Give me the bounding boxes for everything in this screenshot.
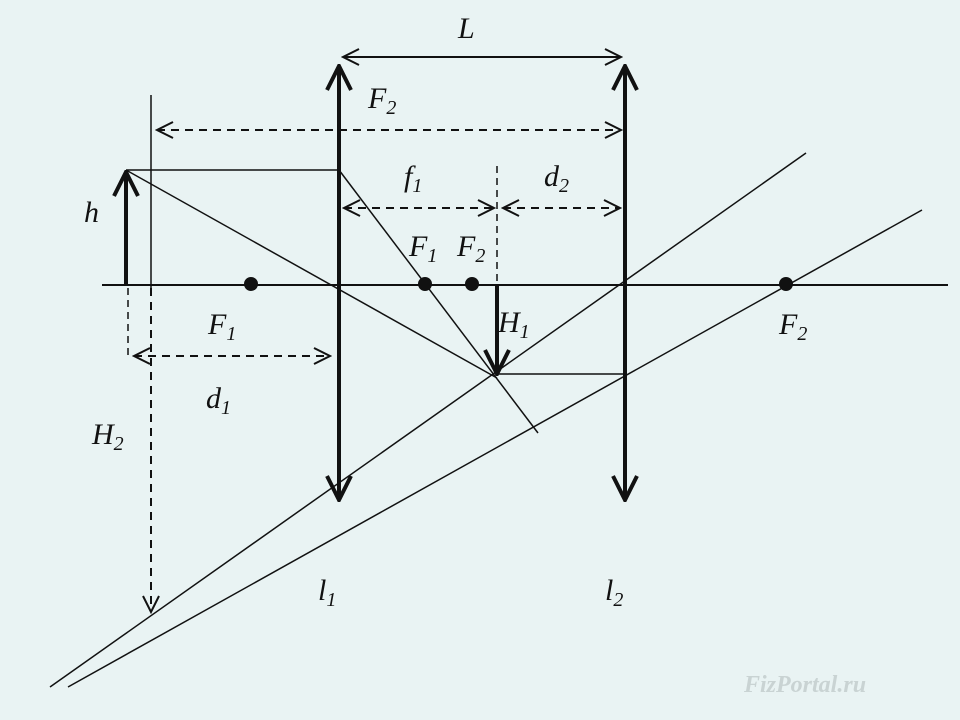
label-d1: d1 bbox=[206, 382, 231, 419]
label-f1: f1 bbox=[404, 160, 422, 197]
label-F1-left: F1 bbox=[207, 308, 236, 345]
focal-point-F1-inner bbox=[418, 277, 432, 291]
label-H1: H1 bbox=[497, 306, 530, 343]
label-F1-inner: F1 bbox=[408, 230, 437, 267]
watermark: FizPortal.ru bbox=[743, 672, 866, 698]
label-L: L bbox=[457, 12, 475, 45]
focal-point-F1-left bbox=[244, 277, 258, 291]
ray-long-2 bbox=[67, 209, 923, 688]
focal-point-F2-inner bbox=[465, 277, 479, 291]
label-F2-right: F2 bbox=[778, 308, 807, 345]
label-d2: d2 bbox=[544, 160, 569, 197]
label-l1: l1 bbox=[318, 574, 336, 611]
ray-long-1 bbox=[49, 152, 807, 688]
label-h: h bbox=[84, 196, 99, 229]
focal-point-F2-right bbox=[779, 277, 793, 291]
ray-refracted-l1 bbox=[338, 169, 539, 434]
label-F2-inner: F2 bbox=[456, 230, 485, 267]
label-l2: l2 bbox=[605, 574, 623, 611]
label-F2-top: F2 bbox=[367, 82, 396, 119]
label-H2: H2 bbox=[91, 418, 124, 455]
ray-through-l1-center bbox=[125, 169, 498, 379]
